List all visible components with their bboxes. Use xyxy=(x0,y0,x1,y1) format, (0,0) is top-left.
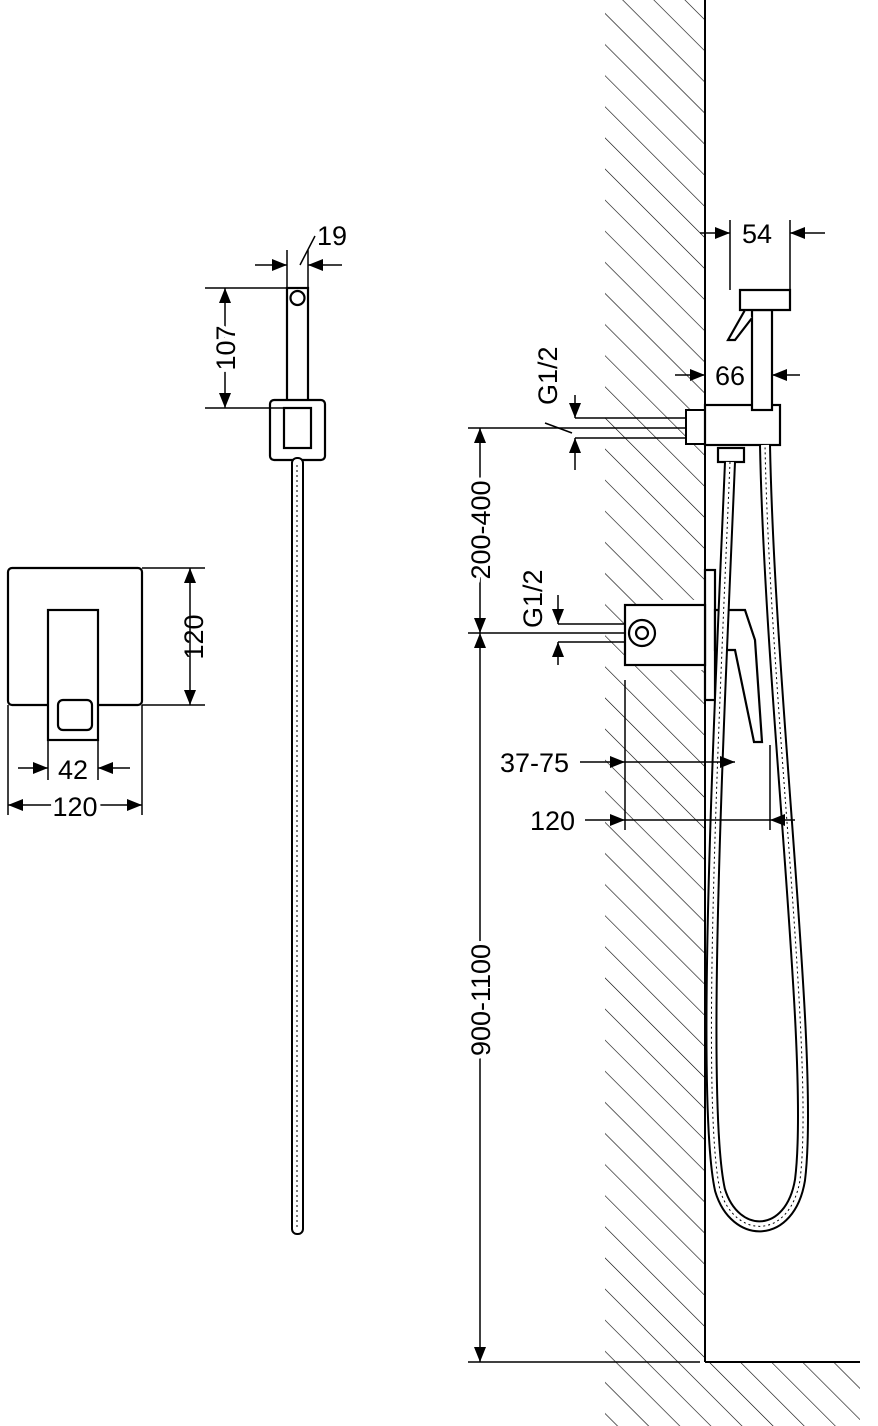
mixer-height-dimension-side: 900-1100 xyxy=(466,944,496,1056)
mixer-depth-dimension: 37-75 xyxy=(500,748,569,778)
handle-grip xyxy=(56,698,94,732)
shower-head xyxy=(285,286,310,412)
outlet-thread-label: G1/2 xyxy=(533,346,563,405)
head-width-dimension: 19 xyxy=(317,221,347,251)
trigger-lever xyxy=(726,309,753,342)
outlet-projection-dimension: 66 xyxy=(715,361,745,391)
mixer-thread-label: G1/2 xyxy=(518,569,548,628)
mixer-plate-side xyxy=(703,568,717,702)
mixer-width-dimension: 120 xyxy=(52,792,97,822)
hose-side xyxy=(707,444,808,1231)
hand-shower-front-view: 107 19 xyxy=(205,221,347,1235)
outlet-spacing-dimension: 200-400 xyxy=(466,480,496,579)
mixer-projection-dimension: 120 xyxy=(530,806,575,836)
handle-width-dimension: 42 xyxy=(58,755,88,785)
shower-head-side xyxy=(738,288,792,312)
side-view: G1/2 G1/2 200-400 900-1100 37-75 120 54 … xyxy=(462,219,825,1363)
outlet-elbow xyxy=(703,403,782,447)
mixer-height-dimension: 120 xyxy=(179,614,209,659)
mixer-front-view: 120 42 120 xyxy=(6,566,209,826)
shower-handle xyxy=(750,308,774,412)
shower-projection-dimension: 54 xyxy=(742,219,772,249)
spray-nozzle xyxy=(289,289,306,307)
head-height-dimension: 107 xyxy=(211,325,241,370)
